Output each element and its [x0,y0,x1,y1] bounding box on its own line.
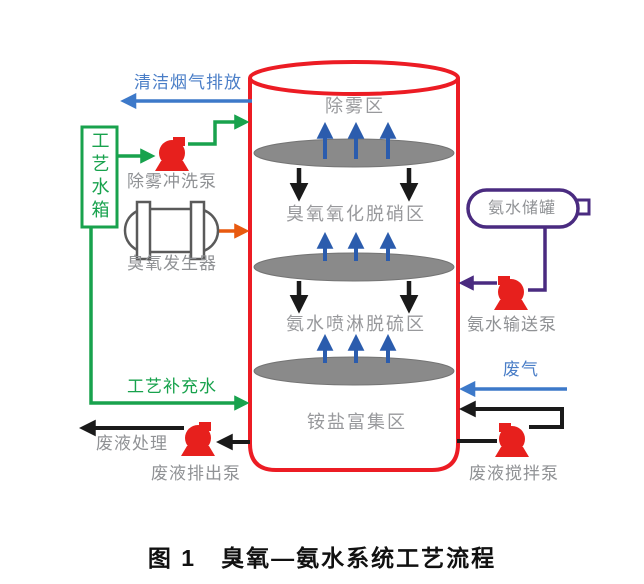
ozone-generator-label: 臭氧发生器 [127,254,217,273]
ammonia-transfer-pump-icon [494,276,528,310]
tower-top-ellipse [248,60,460,96]
figure-caption: 图 1 臭氧—氨水系统工艺流程 [147,545,497,571]
zone-label-ammonia-desulfurization: 氨水喷淋脱硫区 [286,314,426,334]
liquid-down-arrows [289,168,419,314]
process-makeup-water-label: 工艺补充水 [127,377,217,396]
zone-label-ammonium-salt: 铵盐富集区 [307,412,407,432]
gas-up-arrows [316,121,397,363]
flush-to-tower-line [188,114,250,146]
scrubber-tower [248,60,460,472]
demist-flush-pump-icon [155,137,189,171]
waste-treatment-label: 废液处理 [96,434,168,453]
makeup-water-line [89,227,250,411]
waste-discharge-pump-label: 废液排出泵 [151,464,241,483]
zone-label-demist: 除雾区 [325,96,385,116]
zone-label-ozone-denitration: 臭氧氧化脱硝区 [286,204,426,224]
ozone-generator-icon [123,200,220,261]
waste-discharge-pump-icon [181,422,215,456]
waste-gas-label: 废气 [503,360,539,379]
piping [78,92,567,451]
process-water-tank-label: 工艺水箱 [89,131,110,223]
clean-flue-gas-label: 清洁烟气排放 [134,73,242,92]
waste-agitation-pump-label: 废液搅拌泵 [469,464,559,483]
ammonia-transfer-pump-label: 氨水输送泵 [467,315,557,334]
demist-flush-pump-label: 除雾冲洗泵 [127,172,217,191]
ammonia-storage-tank-icon [466,188,591,229]
recirculation-line [458,400,564,429]
waste-agitation-pump-icon [495,423,529,457]
ammonia-storage-tank-label: 氨水储罐 [487,200,557,217]
ammonia-tank-to-pump-line [528,227,547,292]
process-water-tank-box [80,125,119,229]
